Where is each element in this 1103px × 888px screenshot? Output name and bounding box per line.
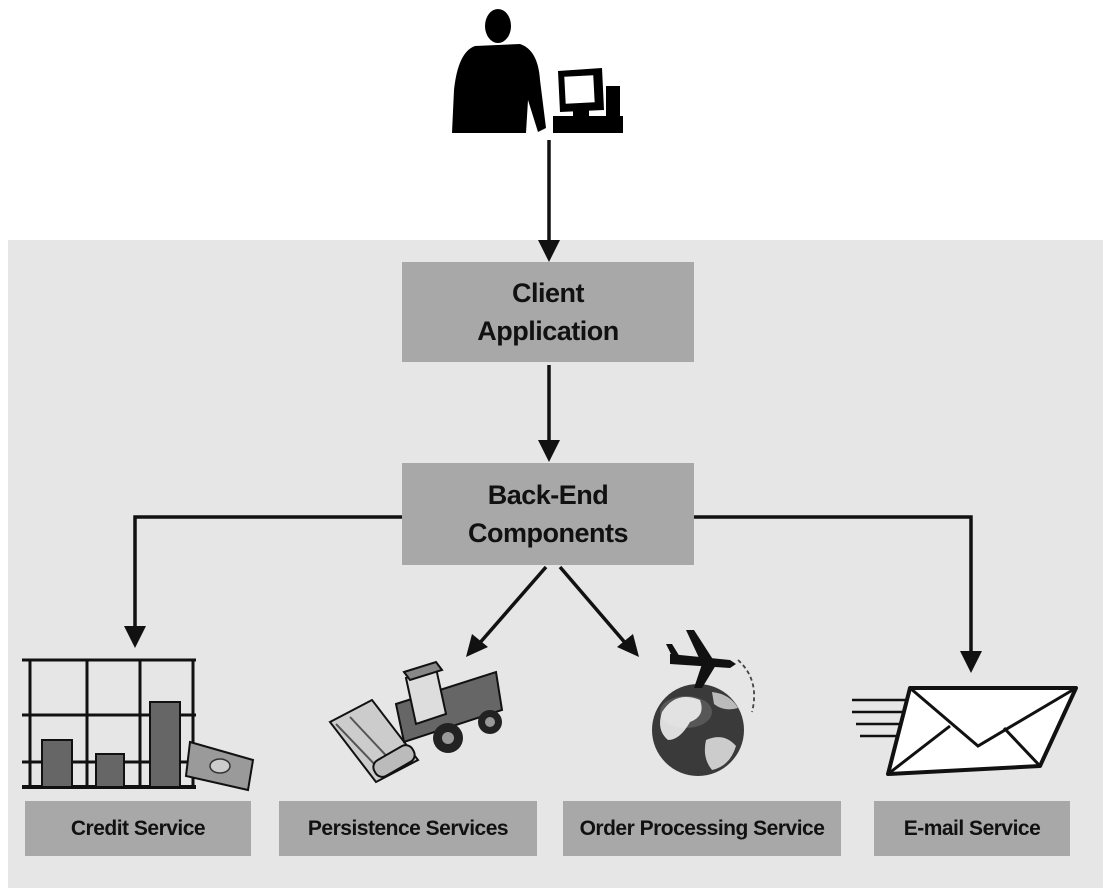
arrow-actor-to-client — [538, 140, 560, 262]
order-processing-service-label: Order Processing Service — [563, 801, 841, 856]
arrow-backend-to-credit — [124, 515, 402, 648]
client-application-node: Client Application — [402, 262, 694, 362]
harvester-icon — [328, 660, 504, 784]
back-end-components-node: Back-End Components — [402, 463, 694, 565]
persistence-services-label: Persistence Services — [279, 801, 537, 856]
globe-airplane-icon — [652, 630, 756, 776]
email-service-label: E-mail Service — [874, 801, 1070, 856]
arrow-backend-to-order — [558, 565, 639, 657]
arrow-client-to-backend — [538, 365, 560, 462]
back-end-components-line1: Back-End — [487, 480, 609, 510]
client-application-line1: Client — [511, 278, 585, 308]
arrow-backend-to-email — [694, 515, 982, 673]
credit-service-label: Credit Service — [25, 801, 251, 856]
back-end-components-line2: Components — [468, 518, 629, 548]
user-at-computer-icon — [452, 9, 623, 133]
bar-chart-icon — [22, 658, 255, 792]
arrow-backend-to-persistence — [466, 565, 548, 657]
client-application-line2: Application — [477, 316, 619, 346]
envelope-icon — [852, 686, 1078, 776]
